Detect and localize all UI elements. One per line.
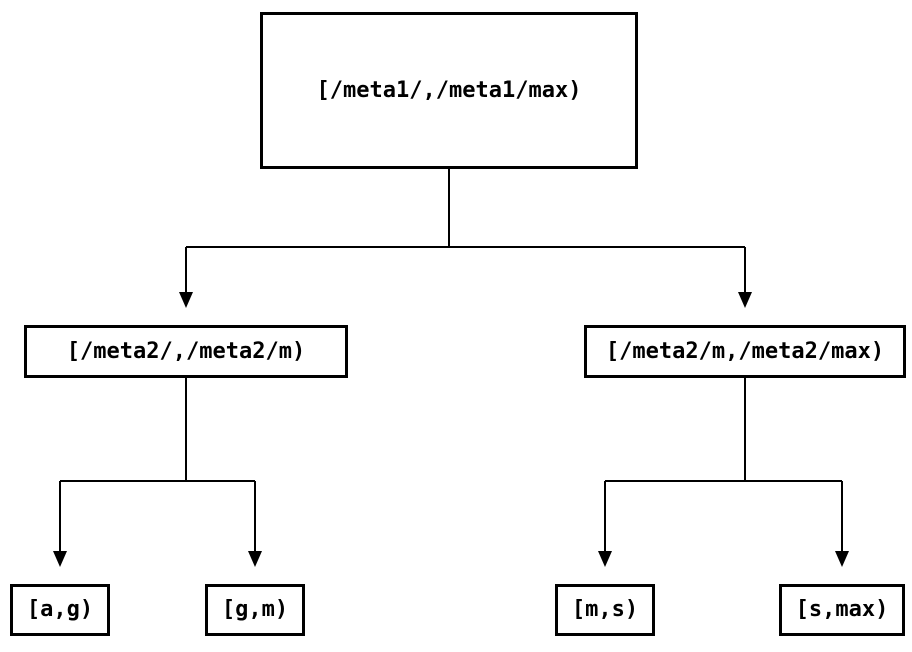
node-root-label: [/meta1/,/meta1/max) (316, 77, 582, 103)
node-leaf-ag-range: [a,g) (10, 584, 110, 636)
node-meta2-left-range: [/meta2/,/meta2/m) (24, 325, 348, 378)
arrowhead-to-meta2-right (738, 292, 752, 308)
node-root-meta1-range: [/meta1/,/meta1/max) (260, 12, 638, 169)
node-leaf-smax-label: [s,max) (795, 597, 889, 622)
arrowhead-to-leaf-ms (598, 551, 612, 567)
node-meta2-right-range: [/meta2/m,/meta2/max) (584, 325, 906, 378)
arrowhead-to-leaf-ag (53, 551, 67, 567)
node-meta2-right-label: [/meta2/m,/meta2/max) (605, 338, 885, 364)
arrowhead-to-leaf-smax (835, 551, 849, 567)
arrowhead-to-leaf-gm (248, 551, 262, 567)
node-leaf-ag-label: [a,g) (26, 597, 94, 622)
node-leaf-ms-label: [m,s) (571, 597, 639, 622)
node-leaf-smax-range: [s,max) (779, 584, 905, 636)
node-meta2-left-label: [/meta2/,/meta2/m) (66, 338, 306, 364)
node-leaf-gm-label: [g,m) (221, 597, 289, 622)
node-leaf-gm-range: [g,m) (205, 584, 305, 636)
arrowhead-to-meta2-left (179, 292, 193, 308)
node-leaf-ms-range: [m,s) (555, 584, 655, 636)
